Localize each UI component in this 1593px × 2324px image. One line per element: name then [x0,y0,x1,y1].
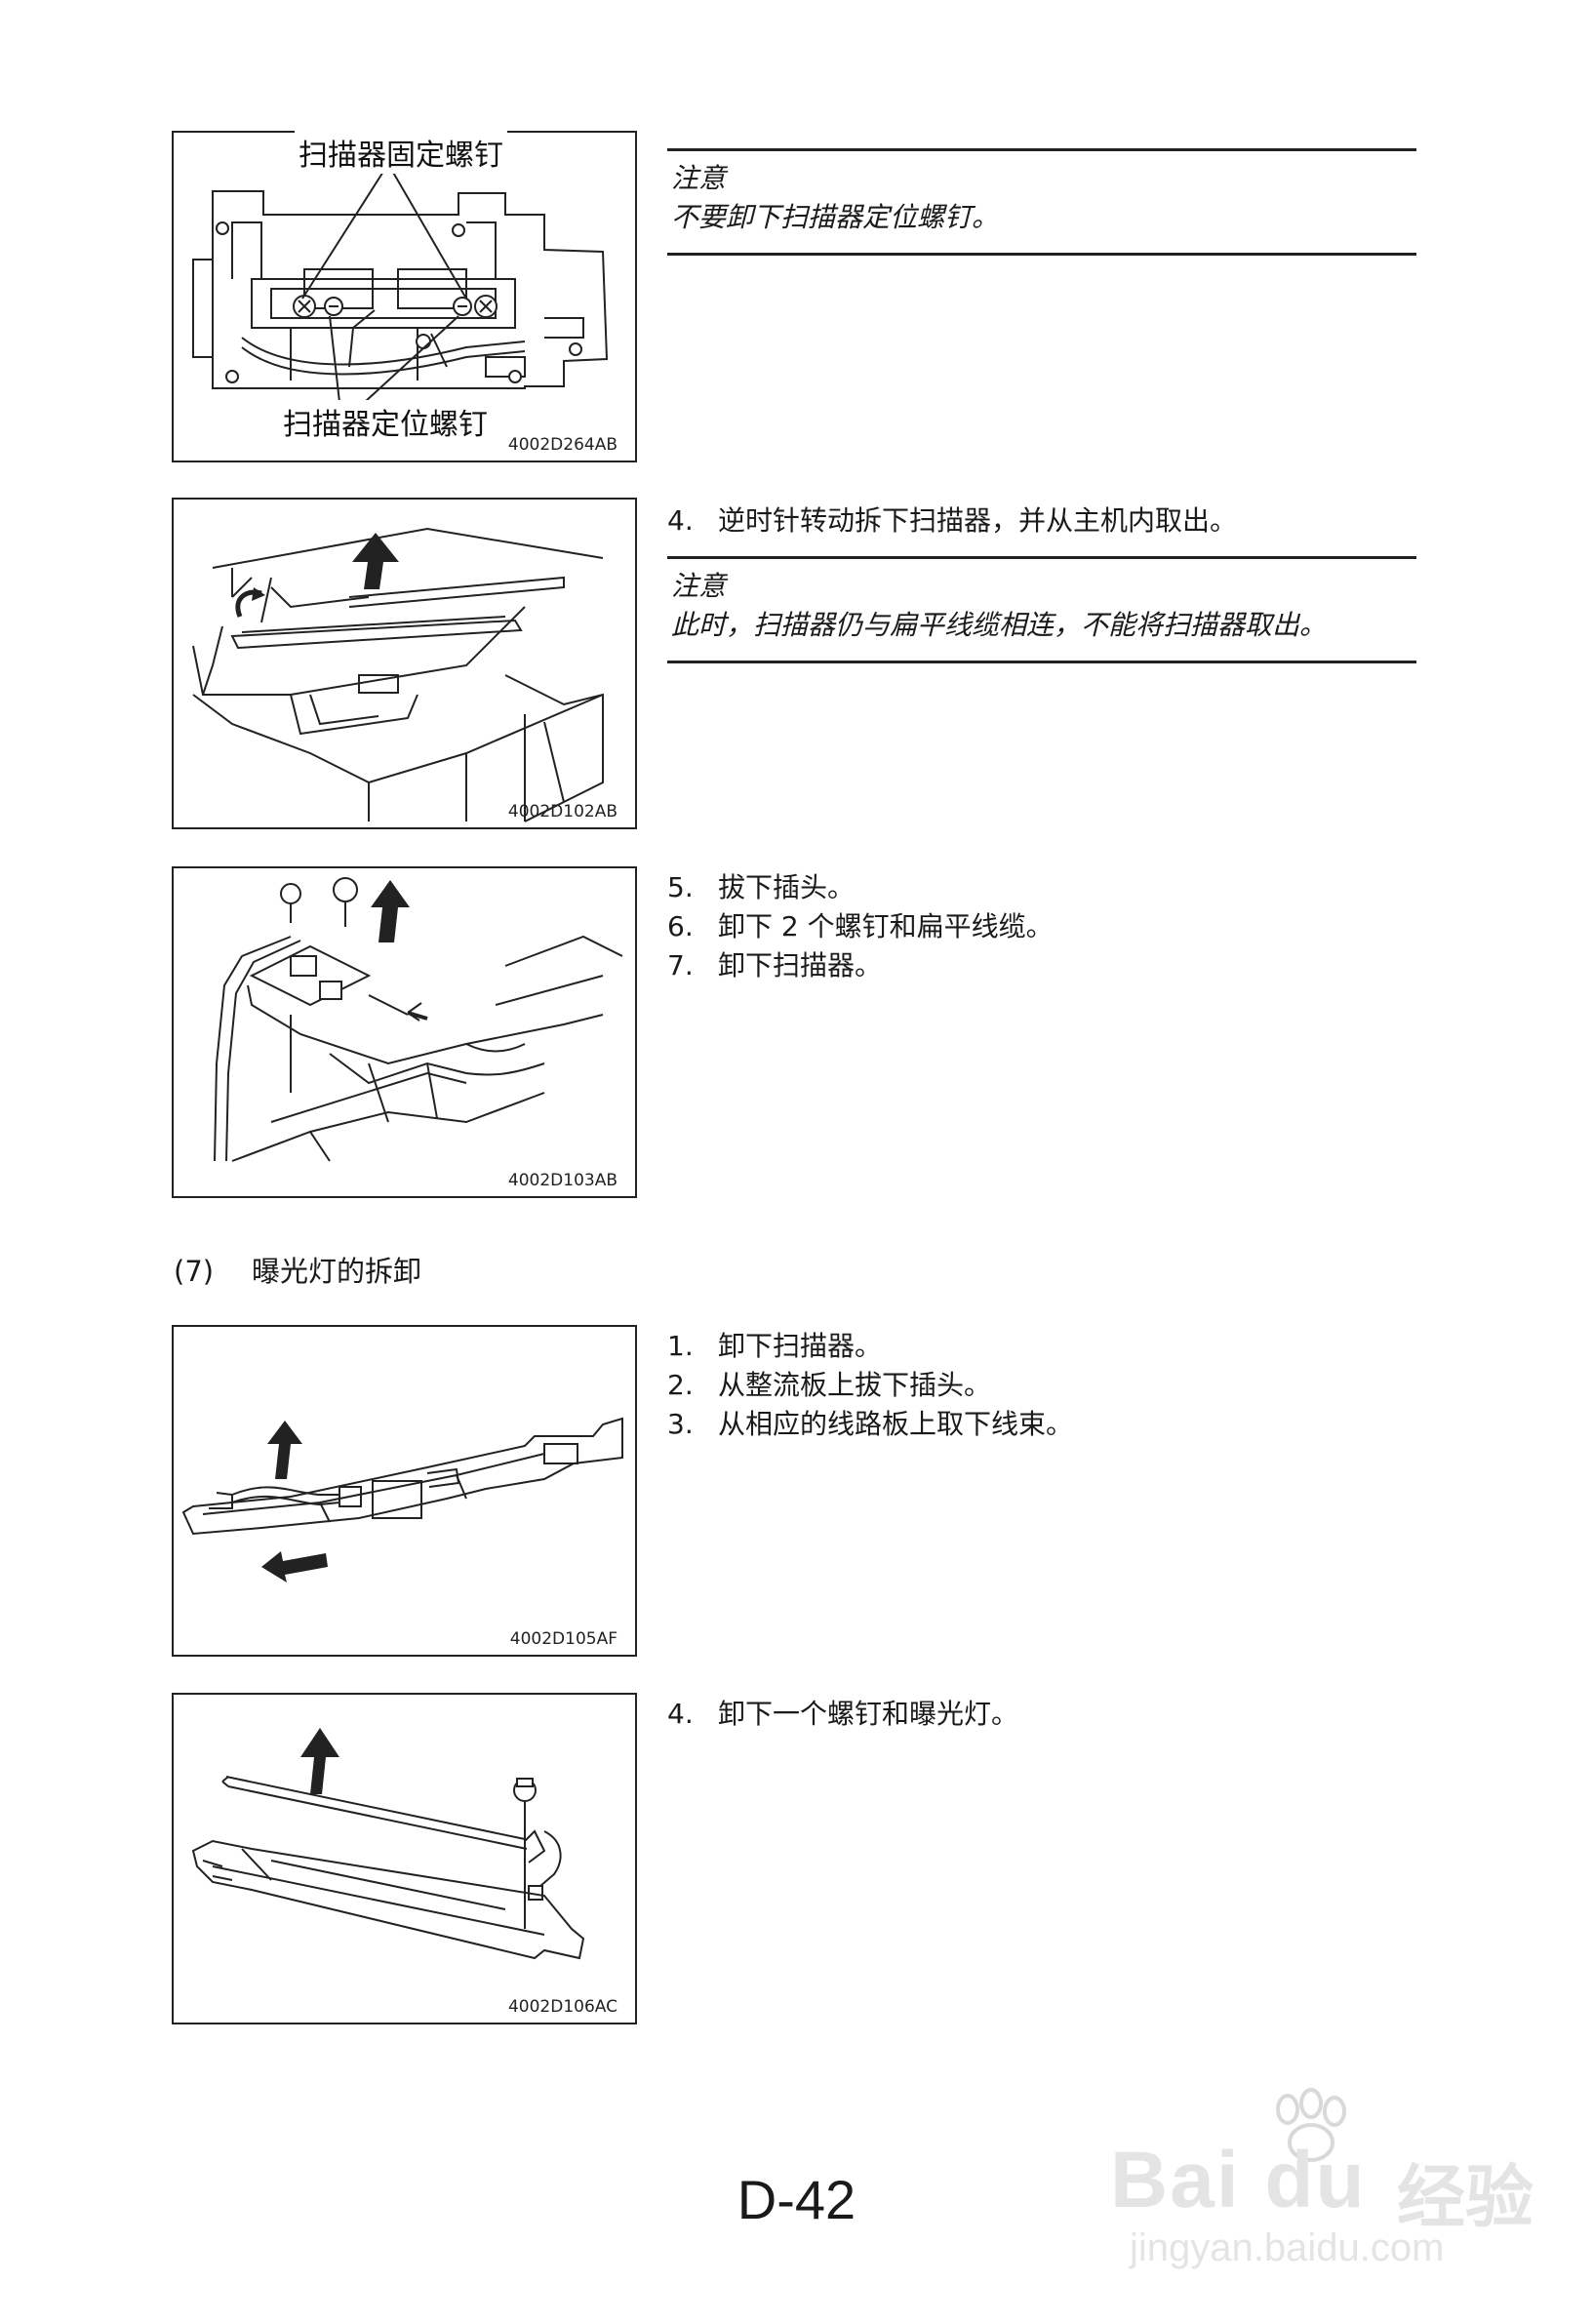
note-title: 注意 [671,162,727,194]
scanner-positioning-screws-label: 扫描器定位螺钉 [279,400,492,443]
note-title: 注意 [671,570,727,602]
paw-logo-icon [1276,2088,1346,2162]
connector-screws-illustration [214,877,623,1162]
figure-code: 4002D102AB [507,802,617,821]
step-rotate-remove: 4.逆时针转动拆下扫描器，并从主机内取出。 [667,504,1238,537]
figure-connector-screws: 4002D103AB [172,866,637,1198]
note-text: 不要卸下扫描器定位螺钉。 [671,201,1000,233]
scanner-screws-illustration [192,163,609,403]
step-remove-harness: 3.从相应的线路板上取下线束。 [667,1408,1074,1440]
step-unplug: 5.拔下插头。 [667,871,856,903]
baidu-jingyan-watermark: Bai du 经验 jingyan.baidu.com [1104,2078,1533,2273]
watermark-brand: Bai du [1110,2136,1367,2224]
watermark-url: jingyan.baidu.com [1130,2226,1445,2269]
section-heading: (7)曝光灯的拆卸 [174,1255,422,1288]
watermark-product: 经验 [1397,2159,1533,2235]
caution-note-2: 注意 此时，扫描器仍与扁平线缆相连，不能将扫描器取出。 [667,556,1416,663]
figure-lamp-harness: 4002D105AF [172,1325,637,1657]
scanner-fixing-screws-label: 扫描器固定螺钉 [295,131,507,174]
figure-code: 4002D105AF [509,1629,617,1649]
figure-scanner-rotate: 4002D102AB [172,498,637,829]
figure-code: 4002D103AB [507,1171,617,1190]
exposure-lamp-illustration [191,1728,585,1960]
step-remove-lamp: 4.卸下一个螺钉和曝光灯。 [667,1698,1019,1730]
step-remove-screws-cable: 6.卸下 2 个螺钉和扁平线缆。 [667,910,1054,942]
step-remove-scanner-2: 1.卸下扫描器。 [667,1330,883,1362]
scanner-rotate-illustration [192,527,604,822]
figure-exposure-lamp: 4002D106AC [172,1693,637,2024]
page-number: D-42 [737,2169,856,2230]
caution-note-1: 注意 不要卸下扫描器定位螺钉。 [667,148,1416,256]
note-text: 此时，扫描器仍与扁平线缆相连，不能将扫描器取出。 [671,609,1328,641]
step-remove-scanner: 7.卸下扫描器。 [667,949,883,982]
step-unplug-rectifier: 2.从整流板上拔下插头。 [667,1369,992,1401]
figure-code: 4002D106AC [507,1997,617,2017]
figure-code: 4002D264AB [507,435,617,455]
figure-scanner-screws: 扫描器固定螺钉 扫描器定位螺钉 4002D264AB [172,131,637,462]
lamp-harness-illustration [181,1417,623,1583]
